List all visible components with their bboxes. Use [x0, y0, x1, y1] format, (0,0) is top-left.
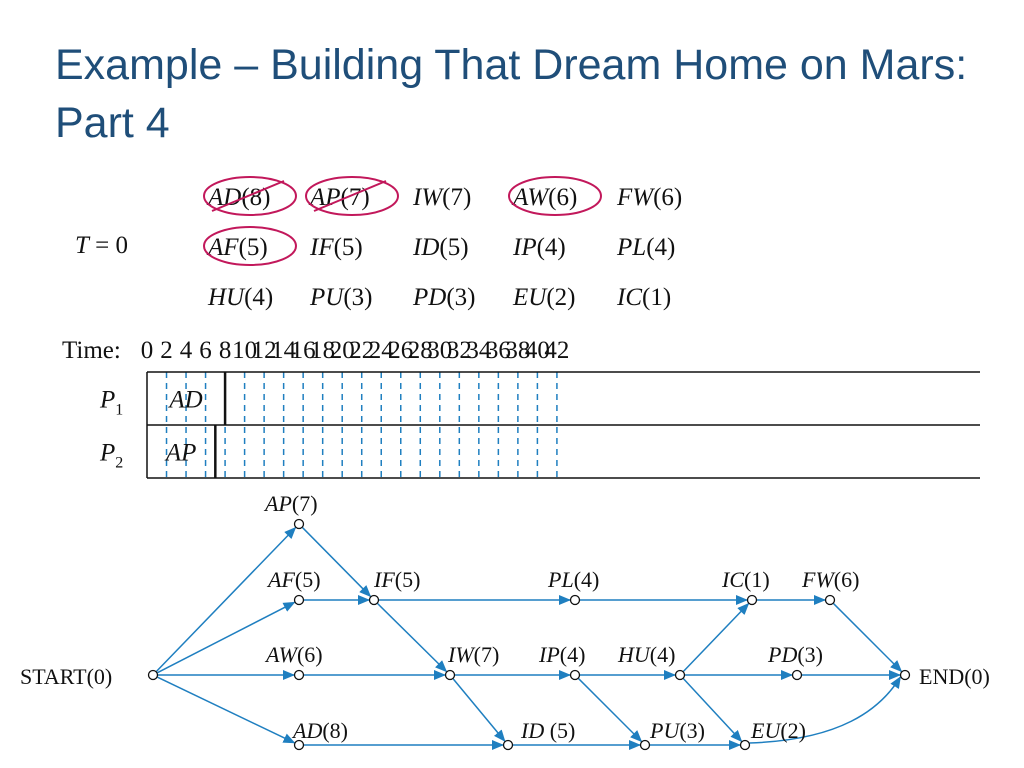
- priority-item: IP(4): [512, 234, 566, 261]
- task-node: [147, 669, 159, 681]
- priority-item: ID(5): [412, 234, 469, 261]
- priority-item: FW(6): [616, 184, 682, 211]
- dependency-edge: [682, 678, 743, 743]
- scheduled-task-label: AP: [164, 440, 197, 467]
- task-node-label: AD(8): [291, 718, 348, 743]
- task-node-label: START(0): [20, 664, 112, 689]
- task-node: [502, 739, 514, 751]
- processor-label: P2: [99, 440, 123, 472]
- dependency-edge: [452, 678, 506, 742]
- task-node-label: PU(3): [649, 718, 705, 743]
- time-tick-label: 36: [486, 337, 511, 364]
- task-node: [791, 669, 803, 681]
- dependency-edge: [157, 676, 296, 744]
- time-tick-label: 6: [199, 337, 212, 364]
- task-node: [824, 594, 836, 606]
- dependency-edge: [749, 676, 902, 744]
- dependency-edge: [155, 526, 297, 672]
- task-node-label: AP(7): [263, 491, 318, 516]
- priority-item: AW(6): [511, 184, 577, 211]
- task-node-label: AF(5): [266, 567, 321, 592]
- time-tick-label: 42: [544, 337, 569, 364]
- task-node-label: IF(5): [373, 567, 420, 592]
- time-tick-label: 24: [369, 337, 395, 364]
- time-tick-label: 20: [330, 337, 355, 364]
- time-tick-label: 4: [180, 337, 193, 364]
- priority-item: PD(3): [412, 284, 475, 311]
- priority-item: PL(4): [616, 234, 675, 261]
- time-tick-label: 2: [160, 337, 173, 364]
- priority-item: EU(2): [512, 284, 575, 311]
- time-tick-label: 32: [447, 337, 472, 364]
- dependency-edge: [578, 678, 643, 743]
- circle-mark: [305, 176, 399, 216]
- priority-item: IC(1): [616, 284, 671, 311]
- time-tick-label: 30: [427, 337, 452, 364]
- task-node-label: AW(6): [264, 642, 323, 667]
- time-tick-label: 16: [291, 337, 316, 364]
- task-node-label: IW(7): [447, 642, 499, 667]
- time-tick-label: 40: [525, 337, 550, 364]
- cross-out-mark: [313, 180, 387, 212]
- task-node: [569, 669, 581, 681]
- task-node-label: END(0): [919, 664, 990, 689]
- dependency-edge: [377, 602, 448, 673]
- task-node: [569, 594, 581, 606]
- circle-mark: [508, 176, 602, 216]
- priority-item: AP(7): [308, 184, 370, 211]
- task-node: [368, 594, 380, 606]
- time-tick-label: 10: [232, 337, 257, 364]
- time-tick-label: 28: [408, 337, 433, 364]
- slide-title: Example – Building That Dream Home on Ma…: [55, 41, 968, 147]
- task-node: [444, 669, 456, 681]
- priority-item: HU(4): [207, 284, 273, 311]
- dependency-edge: [833, 603, 903, 673]
- task-node: [899, 669, 911, 681]
- priority-list: T = 0 AD(8) AP(7) IW(7) AW(6) FW(6) AF(5) IF(5)…: [75, 176, 682, 311]
- task-node-label: PD(3): [767, 642, 823, 667]
- task-node-label: IC(1): [721, 567, 770, 592]
- time-tick-label: 18: [310, 337, 335, 364]
- task-node: [739, 739, 751, 751]
- time-tick-label: 38: [505, 337, 530, 364]
- task-node-label: IP(4): [538, 642, 585, 667]
- task-node: [674, 669, 686, 681]
- scheduled-task-label: AD: [167, 387, 202, 414]
- priority-item: AD(8): [206, 184, 270, 211]
- dependency-edge: [301, 527, 372, 598]
- priority-item: IW(7): [412, 184, 471, 211]
- task-node-label: HU(4): [617, 642, 675, 667]
- task-node: [293, 594, 305, 606]
- time-axis-label: Time:: [62, 337, 121, 364]
- time-tick-label: 26: [388, 337, 413, 364]
- task-node-label: EU(2): [750, 718, 806, 743]
- dependency-edge: [157, 601, 296, 674]
- task-node-label: PL(4): [547, 567, 599, 592]
- task-node: [293, 518, 305, 530]
- task-node: [746, 594, 758, 606]
- task-node-label: FW(6): [801, 567, 859, 592]
- circle-mark: [203, 176, 297, 216]
- task-node-label: ID (5): [520, 718, 575, 743]
- task-node: [639, 739, 651, 751]
- dependency-edge: [682, 602, 750, 672]
- time-tick-label: 34: [466, 337, 492, 364]
- task-node: [293, 669, 305, 681]
- priority-item: AF(5): [206, 234, 268, 261]
- time-tick-label: 8: [219, 337, 232, 364]
- task-node: [293, 739, 305, 751]
- time-tick-label: 0: [141, 337, 154, 364]
- time-tick-label: 14: [271, 337, 297, 364]
- time-tick-label: 12: [252, 337, 277, 364]
- cross-out-mark: [211, 180, 285, 212]
- time-tick-label: 22: [349, 337, 374, 364]
- circle-mark: [203, 226, 297, 266]
- priority-item: IF(5): [309, 234, 363, 261]
- priority-item: PU(3): [309, 284, 372, 311]
- processor-label: P1: [99, 387, 123, 419]
- time-zero-label: T = 0: [75, 232, 128, 259]
- project-digraph: START(0) AP(7) AF(5) AW(6) AD(8) IF(5) IW(7) ID…: [20, 491, 990, 751]
